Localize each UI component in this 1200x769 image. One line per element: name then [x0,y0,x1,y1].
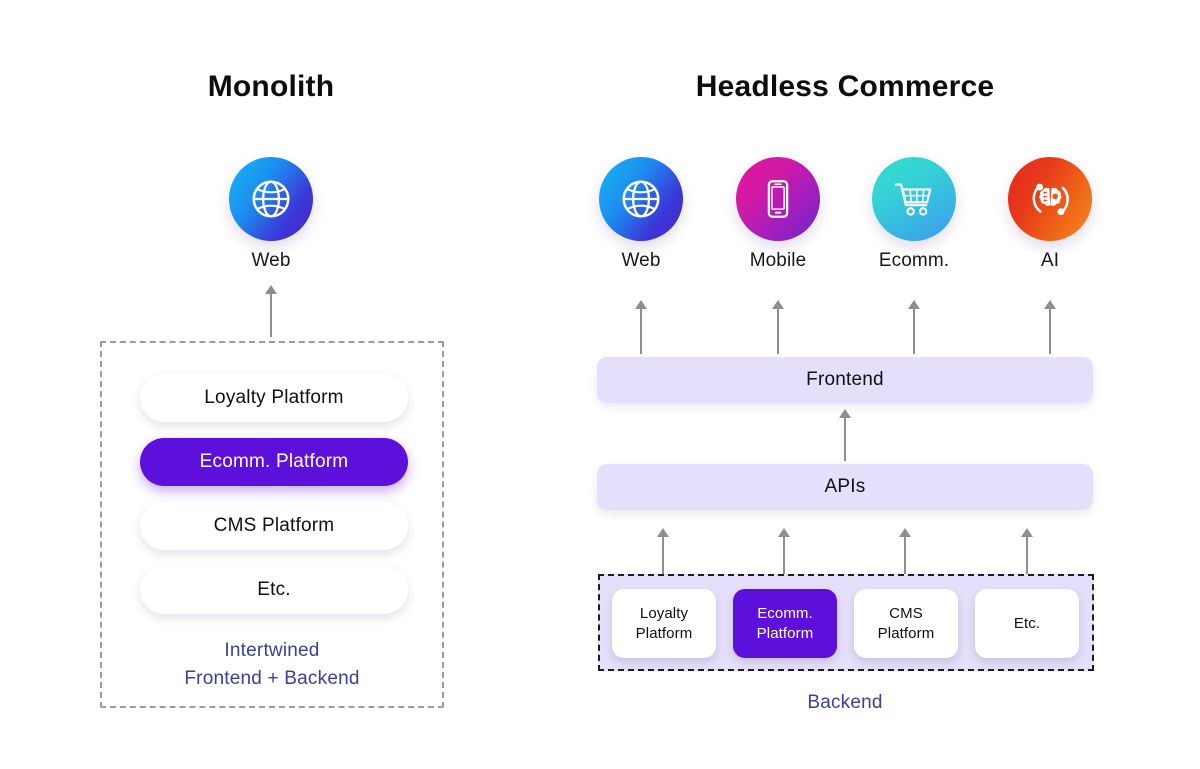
backend-platform-etc[interactable]: Etc. [975,589,1079,658]
arrow-head [772,300,784,309]
platform-label-line1: CMS [889,604,923,622]
arrow-shaft [1026,535,1028,586]
arrow-shaft [662,535,664,586]
monolith-stack-item-cms[interactable]: CMS Platform [140,502,408,550]
stack-item-label: CMS Platform [213,515,335,536]
channel-label: Web [251,250,291,271]
arrow-shaft [1049,307,1051,354]
monolith-stack-item-ecomm[interactable]: Ecomm. Platform [140,438,408,486]
arrow-shaft [904,535,906,586]
arrow-apis-to-frontend [839,409,851,461]
arrow-shaft [844,416,846,461]
ai-brain-icon-badge [1008,157,1092,241]
arrow-head [635,300,647,309]
arrow-shaft [913,307,915,354]
monolith-stack-item-loyalty[interactable]: Loyalty Platform [140,374,408,422]
arrow-head [908,300,920,309]
globe-icon-badge [599,157,683,241]
monolith-caption-line1: Intertwined [224,640,320,661]
globe-icon-badge [229,157,313,241]
monolith-caption: Intertwined Frontend + Backend [102,637,442,693]
globe-icon [622,180,660,218]
apis-layer-bar[interactable]: APIs [597,464,1093,510]
headless-channel-ai: AI [990,157,1110,272]
cart-icon [894,183,932,216]
arrow-monolith-to-web [265,285,277,337]
arrow-head [778,528,790,537]
channel-label: Ecomm. [878,250,950,271]
arrow-frontend-to-ai [1044,300,1056,354]
platform-label-line1: Etc. [1013,614,1041,632]
monolith-panel-title: Monolith [207,70,335,103]
frontend-layer-bar[interactable]: Frontend [597,357,1093,403]
headless-channel-web: Web [581,157,701,272]
headless-panel-title: Headless Commerce [695,70,995,103]
headless-channel-mobile: Mobile [718,157,838,272]
arrow-etc-to-apis [1021,528,1033,586]
arrow-head [265,285,277,294]
platform-label-line2: Platform [635,624,693,642]
cart-icon-badge [872,157,956,241]
ai-brain-icon [1032,183,1069,216]
arrow-frontend-to-mobile [772,300,784,354]
stack-item-label: Loyalty Platform [204,387,344,408]
globe-icon [252,180,290,218]
backend-platform-cms[interactable]: CMS Platform [854,589,958,658]
arrow-ecomm-to-apis [778,528,790,586]
backend-dashed-container: Loyalty Platform Ecomm. Platform CMS Pla… [598,574,1094,671]
backend-platform-loyalty[interactable]: Loyalty Platform [612,589,716,658]
arrow-head [839,409,851,418]
arrow-cms-to-apis [899,528,911,586]
arrow-head [1044,300,1056,309]
phone-icon [767,180,789,218]
platform-label-line2: Platform [756,624,814,642]
platform-label-line2: Platform [877,624,935,642]
arrow-shaft [777,307,779,354]
apis-layer-label: APIs [824,476,866,497]
channel-label: AI [1040,250,1060,271]
headless-channel-ecomm: Ecomm. [854,157,974,272]
platform-label-line1: Ecomm. [757,604,813,622]
monolith-channel-web: Web [211,157,331,272]
arrow-head [657,528,669,537]
arrow-head [899,528,911,537]
channel-label: Web [621,250,661,271]
arrow-loyalty-to-apis [657,528,669,586]
phone-icon-badge [736,157,820,241]
monolith-caption-line2: Frontend + Backend [184,668,360,689]
arrow-frontend-to-web [635,300,647,354]
stack-item-label: Etc. [257,579,291,600]
platform-label-line1: Loyalty [639,604,689,622]
backend-platform-ecomm[interactable]: Ecomm. Platform [733,589,837,658]
arrow-frontend-to-ecomm [908,300,920,354]
arrow-shaft [270,292,272,337]
monolith-stack-item-etc[interactable]: Etc. [140,566,408,614]
backend-caption: Backend [807,692,883,713]
monolith-dashed-container: Loyalty Platform Ecomm. Platform CMS Pla… [100,341,444,708]
arrow-shaft [640,307,642,354]
arrow-shaft [783,535,785,586]
arrow-head [1021,528,1033,537]
channel-label: Mobile [749,250,807,271]
stack-item-label: Ecomm. Platform [199,451,349,472]
frontend-layer-label: Frontend [806,369,884,390]
